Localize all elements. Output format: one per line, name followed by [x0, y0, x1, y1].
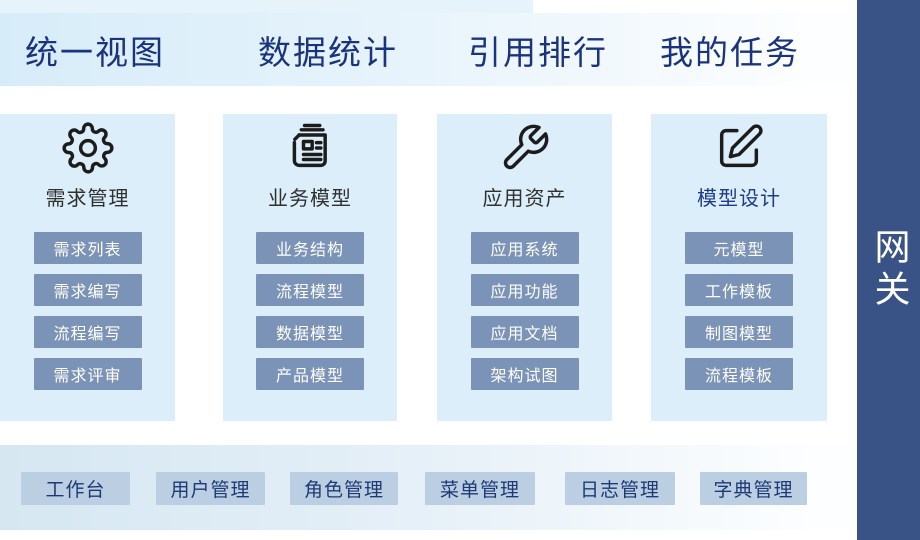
gear-icon [61, 122, 114, 174]
tab-unified-view[interactable]: 统一视图 [25, 32, 165, 72]
bottom-button-user-management[interactable]: 用户管理 [156, 472, 265, 505]
button-requirement-review[interactable]: 需求评审 [33, 358, 142, 390]
top-strip [0, 0, 533, 13]
gateway-label: 网关 [868, 228, 910, 312]
bottom-button-workbench[interactable]: 工作台 [21, 472, 130, 505]
tab-bar: 统一视图 数据统计 引用排行 我的任务 [0, 13, 857, 86]
button-work-template[interactable]: 工作模板 [685, 274, 793, 306]
button-app-document[interactable]: 应用文档 [470, 316, 579, 348]
button-data-model[interactable]: 数据模型 [256, 316, 364, 348]
card-business-model: 业务模型 业务结构 流程模型 数据模型 产品模型 [223, 114, 397, 421]
card-requirements-management: 需求管理 需求列表 需求编写 流程编写 需求评审 [0, 114, 175, 421]
card-title: 业务模型 [268, 186, 352, 210]
bottom-button-log-management[interactable]: 日志管理 [565, 472, 675, 505]
bottom-button-dict-management[interactable]: 字典管理 [700, 472, 807, 505]
gateway-sidebar[interactable]: 网关 [857, 0, 920, 540]
button-requirement-write[interactable]: 需求编写 [33, 274, 142, 306]
button-meta-model[interactable]: 元模型 [685, 232, 793, 264]
card-model-design: 模型设计 元模型 工作模板 制图模型 流程模板 [651, 114, 827, 421]
bottom-button-menu-management[interactable]: 菜单管理 [425, 472, 535, 505]
button-requirement-list[interactable]: 需求列表 [33, 232, 142, 264]
edit-icon [713, 122, 765, 174]
button-process-model[interactable]: 流程模型 [256, 274, 364, 306]
card-title: 应用资产 [482, 186, 567, 210]
card-application-assets: 应用资产 应用系统 应用功能 应用文档 架构试图 [437, 114, 612, 421]
newspaper-icon [284, 122, 336, 174]
button-architecture-view[interactable]: 架构试图 [470, 358, 579, 390]
button-process-write[interactable]: 流程编写 [33, 316, 142, 348]
wrench-icon [499, 122, 551, 174]
button-product-model[interactable]: 产品模型 [256, 358, 364, 390]
card-title: 需求管理 [45, 186, 130, 210]
card-title: 模型设计 [697, 186, 781, 210]
bottom-bar: 工作台 用户管理 角色管理 菜单管理 日志管理 字典管理 [0, 445, 857, 530]
button-process-template[interactable]: 流程模板 [685, 358, 793, 390]
tab-my-tasks[interactable]: 我的任务 [660, 32, 800, 72]
button-app-system[interactable]: 应用系统 [470, 232, 579, 264]
bottom-button-role-management[interactable]: 角色管理 [290, 472, 398, 505]
tab-citation-ranking[interactable]: 引用排行 [468, 32, 608, 72]
button-app-function[interactable]: 应用功能 [470, 274, 579, 306]
button-drawing-model[interactable]: 制图模型 [685, 316, 793, 348]
button-business-structure[interactable]: 业务结构 [256, 232, 364, 264]
tab-data-statistics[interactable]: 数据统计 [258, 32, 398, 72]
